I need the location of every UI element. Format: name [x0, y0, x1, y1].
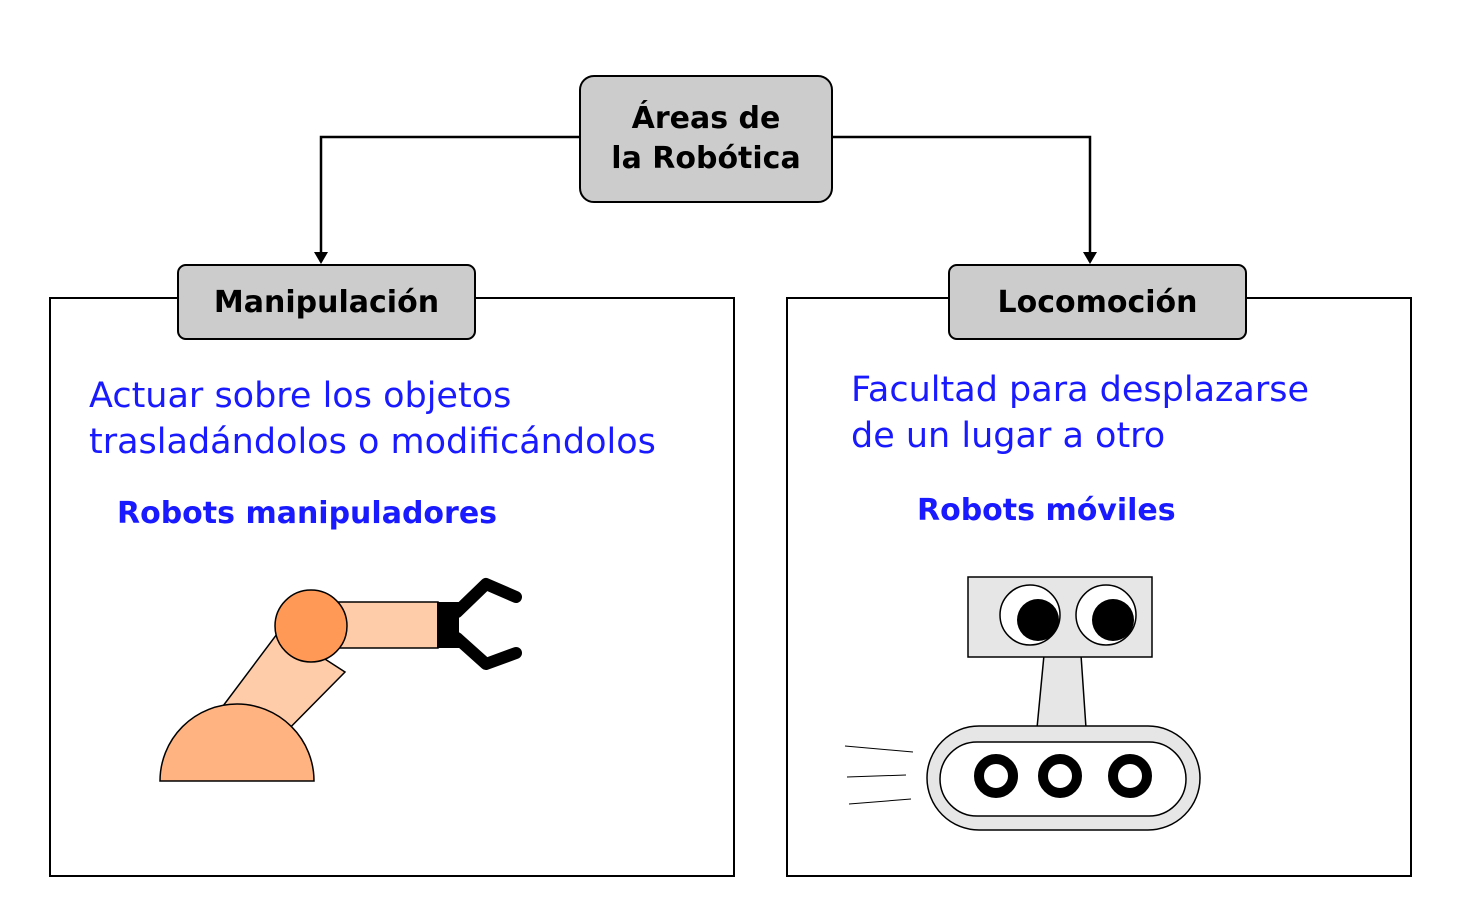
root-title-line1: Áreas de [631, 101, 781, 136]
connector-right [832, 135, 1097, 264]
manipulation-node [177, 264, 476, 340]
locomotion-description-line2: de un lugar a otro [851, 416, 1166, 456]
locomotion-description-line1: Facultad para desplazarse [851, 370, 1310, 410]
manipulation-description-line2: trasladándolos o modificándolos [89, 422, 656, 462]
root-node-label: Áreas de la Robótica [580, 76, 832, 202]
manipulation-title: Manipulación [213, 284, 440, 320]
manipulation-description-line1: Actuar sobre los objetos [89, 376, 512, 416]
root-node [579, 75, 833, 203]
robot-arm-icon [159, 578, 522, 782]
locomotion-description: Facultad para desplazarse de un lugar a … [851, 367, 1411, 459]
locomotion-title: Locomoción [997, 284, 1198, 320]
root-title-line2: la Robótica [611, 141, 801, 176]
mobile-robot-icon [844, 576, 1201, 831]
locomotion-node [948, 264, 1247, 340]
locomotion-example: Robots móviles [917, 493, 1176, 528]
manipulation-description: Actuar sobre los objetos trasladándolos … [89, 373, 729, 465]
manipulation-example: Robots manipuladores [117, 496, 498, 531]
connector-left [314, 135, 580, 264]
